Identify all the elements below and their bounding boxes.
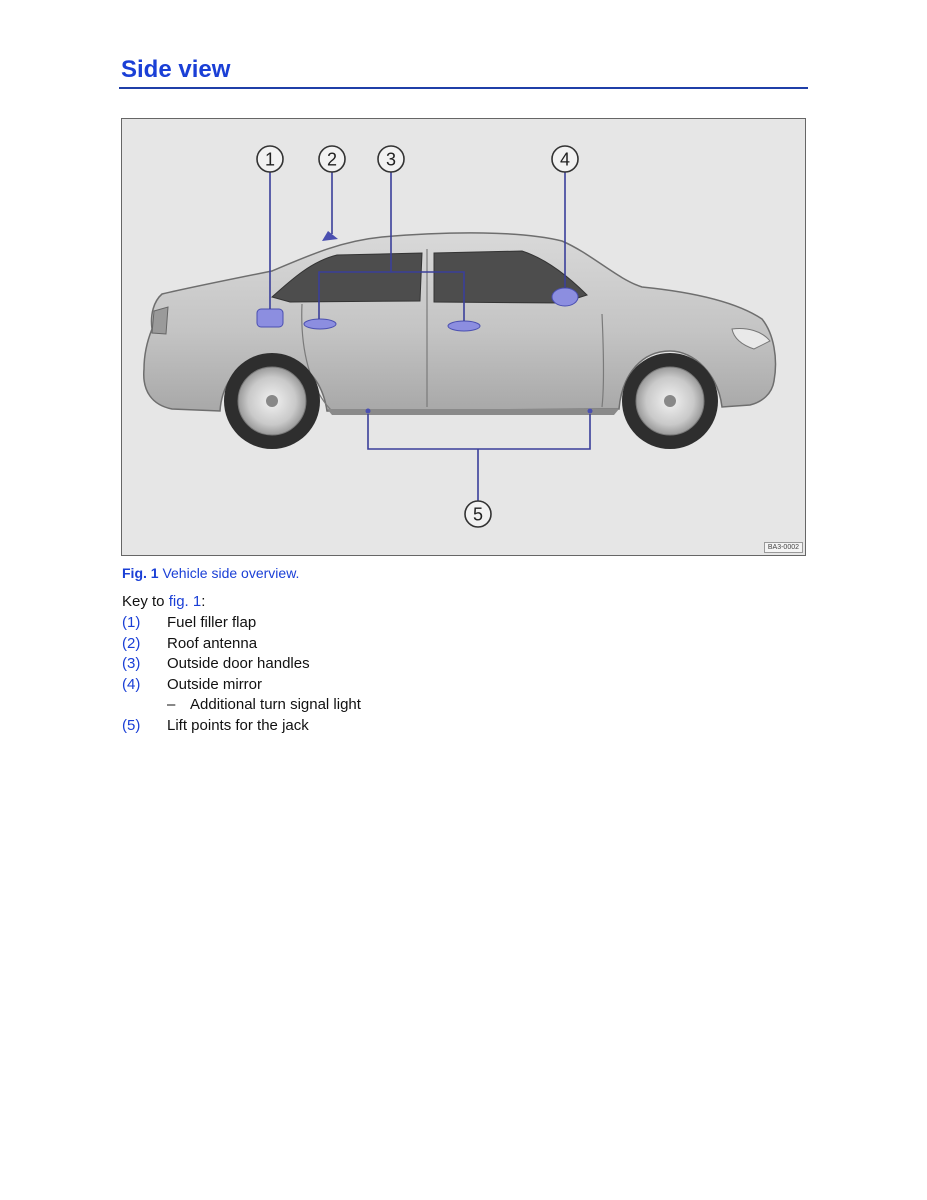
figure-caption: Fig. 1 Vehicle side overview.: [122, 565, 299, 581]
callout-1: 1: [256, 145, 284, 173]
roof-antenna: [322, 231, 338, 241]
key-intro: Key to fig. 1:: [122, 593, 205, 610]
figure-code: BA3-0002: [763, 542, 803, 553]
callout-4: 4: [551, 145, 579, 173]
sub-dash: –: [167, 696, 176, 713]
page-title: Side view: [121, 56, 231, 83]
lift-point-front: [587, 408, 593, 414]
callout-1-label: 1: [265, 150, 275, 170]
callout-5-label: 5: [473, 505, 483, 525]
callout-5: 5: [464, 500, 492, 528]
key-number[interactable]: (1): [122, 614, 141, 631]
callout-3: 3: [377, 145, 405, 173]
callout-2-label: 2: [327, 150, 337, 170]
rear-window: [270, 252, 423, 303]
front-wheel: [622, 353, 718, 449]
key-sub-label: Additional turn signal light: [190, 696, 361, 713]
rear-door-handle: [303, 318, 337, 330]
callout-3-label: 3: [386, 150, 396, 170]
key-label: Outside door handles: [167, 655, 310, 672]
key-intro-prefix: Key to: [122, 593, 169, 610]
key-number[interactable]: (2): [122, 634, 141, 652]
vehicle-side-figure: 1 2 3 4 5 BA3-0002: [121, 118, 806, 556]
callout-2: 2: [318, 145, 346, 173]
outside-mirror: [551, 287, 579, 307]
callout-4-label: 4: [560, 150, 570, 170]
rear-wheel: [224, 353, 320, 449]
caption-text: Vehicle side overview.: [162, 565, 300, 581]
front-door-handle: [447, 320, 481, 332]
key-number[interactable]: (4): [122, 675, 141, 693]
key-intro-suffix: :: [201, 593, 206, 610]
key-label: Lift points for the jack: [167, 716, 309, 734]
key-label: Outside mirror: [167, 675, 263, 693]
car-illustration: 1 2 3 4 5: [143, 145, 777, 528]
fig-1-link[interactable]: fig. 1: [168, 593, 202, 610]
key-label: Fuel filler flap: [167, 614, 257, 631]
key-number[interactable]: (5): [122, 716, 141, 734]
title-divider: [119, 87, 808, 89]
key-label: Roof antenna: [167, 634, 258, 652]
fuel-filler-flap: [256, 308, 284, 328]
lift-point-rear: [365, 408, 371, 414]
key-number[interactable]: (3): [122, 655, 141, 672]
caption-label: Fig. 1: [122, 565, 159, 581]
